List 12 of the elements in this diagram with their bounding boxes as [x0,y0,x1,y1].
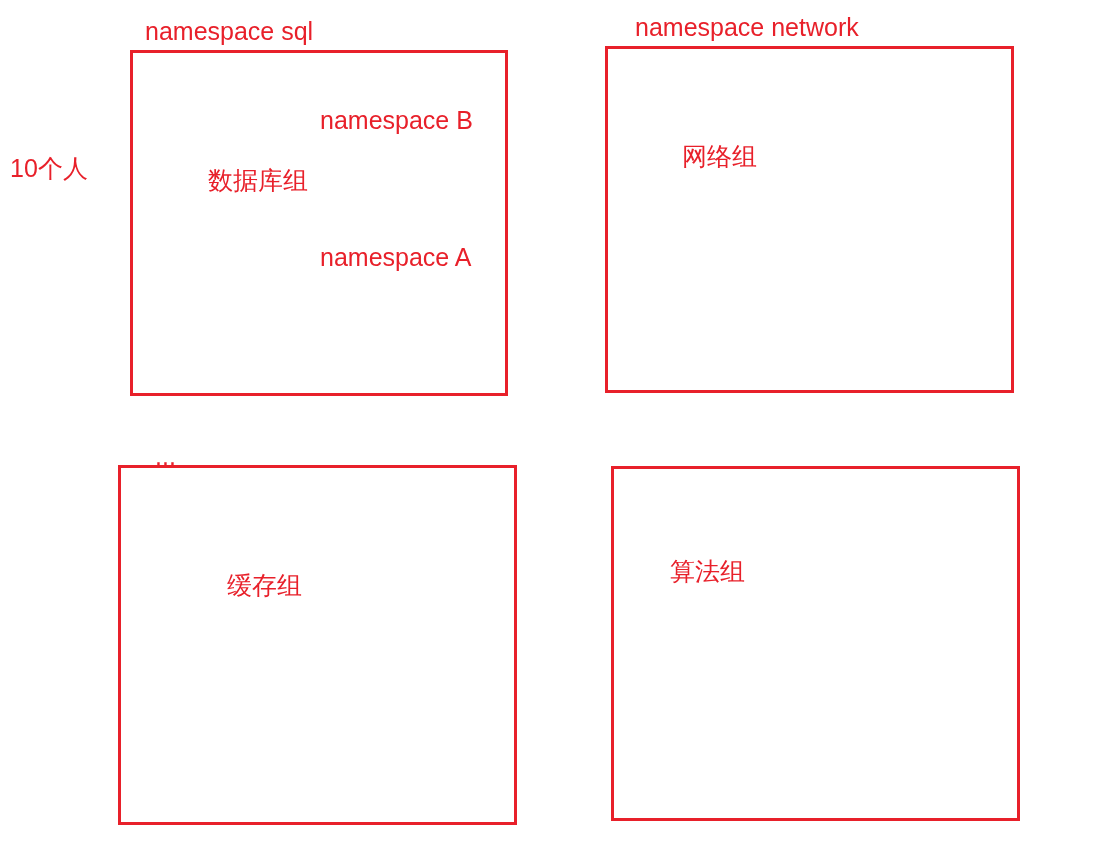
namespace-heading: namespace network [635,12,859,42]
group-label: 网络组 [682,141,757,171]
note-label: 10个人 [10,153,88,183]
group-label: 算法组 [670,556,745,586]
group-box [611,466,1020,821]
group-box [118,465,517,825]
group-label: 缓存组 [227,570,302,600]
namespace-label: namespace A [320,242,472,272]
namespace-heading: namespace sql [145,16,314,46]
ellipsis-heading: ... [155,441,176,471]
namespace-label: namespace B [320,105,473,135]
group-label: 数据库组 [208,165,308,195]
